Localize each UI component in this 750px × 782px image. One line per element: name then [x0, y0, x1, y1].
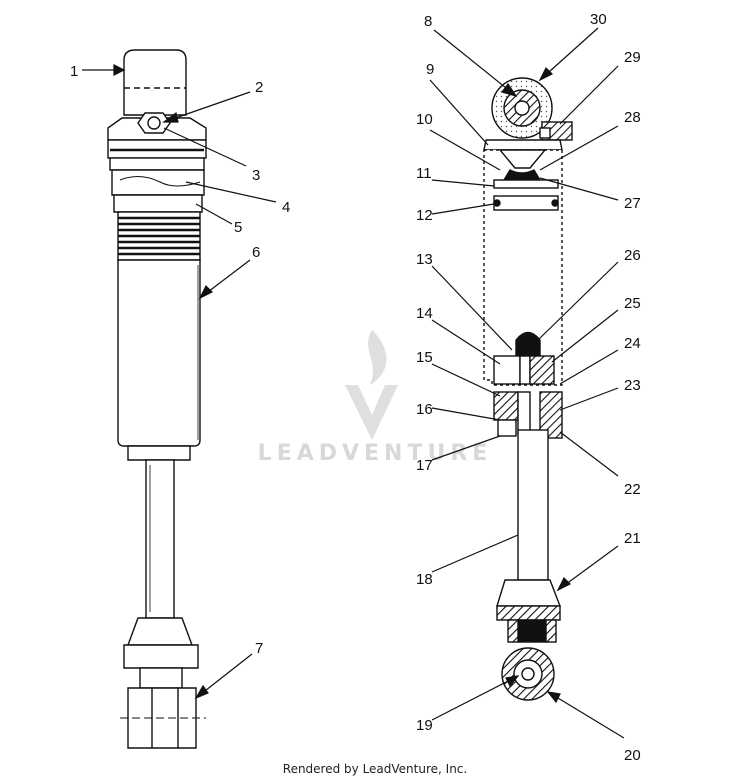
leader-lines: [82, 27, 625, 739]
callout-4: 4: [282, 199, 290, 216]
callout-numbers: 1 2 3 4 5 6 7 8 9 10 11 12 13 14 15 16 1…: [70, 11, 641, 764]
callout-21: 21: [624, 530, 641, 547]
callout-28: 28: [624, 109, 641, 126]
callout-20: 20: [624, 747, 641, 764]
callout-15: 15: [416, 349, 433, 366]
callout-8: 8: [424, 13, 432, 30]
callout-2: 2: [255, 79, 263, 96]
callout-12: 12: [416, 207, 433, 224]
callout-22: 22: [624, 481, 641, 498]
flame-logo-icon: [368, 330, 387, 385]
callout-23: 23: [624, 377, 641, 394]
callout-14: 14: [416, 305, 433, 322]
callout-25: 25: [624, 295, 641, 312]
callout-24: 24: [624, 335, 641, 352]
callout-17: 17: [416, 457, 433, 474]
callout-3: 3: [252, 167, 260, 184]
callout-13: 13: [416, 251, 433, 268]
callout-16: 16: [416, 401, 433, 418]
callout-19: 19: [416, 717, 433, 734]
callout-27: 27: [624, 195, 641, 212]
right-shock-cutaway: [483, 77, 573, 701]
callout-29: 29: [624, 49, 641, 66]
callout-10: 10: [416, 111, 433, 128]
watermark: LEADVENTURE: [258, 330, 493, 466]
callout-6: 6: [252, 244, 260, 261]
callout-18: 18: [416, 571, 433, 588]
callout-9: 9: [426, 61, 434, 78]
left-shock-exterior: [107, 49, 207, 749]
callout-30: 30: [590, 11, 607, 28]
callout-1: 1: [70, 63, 78, 80]
footer-credit: Rendered by LeadVenture, Inc.: [282, 762, 468, 776]
callout-26: 26: [624, 247, 641, 264]
callout-5: 5: [234, 219, 242, 236]
callout-11: 11: [416, 165, 432, 182]
callout-7: 7: [255, 640, 263, 657]
watermark-text: LEADVENTURE: [258, 441, 493, 466]
